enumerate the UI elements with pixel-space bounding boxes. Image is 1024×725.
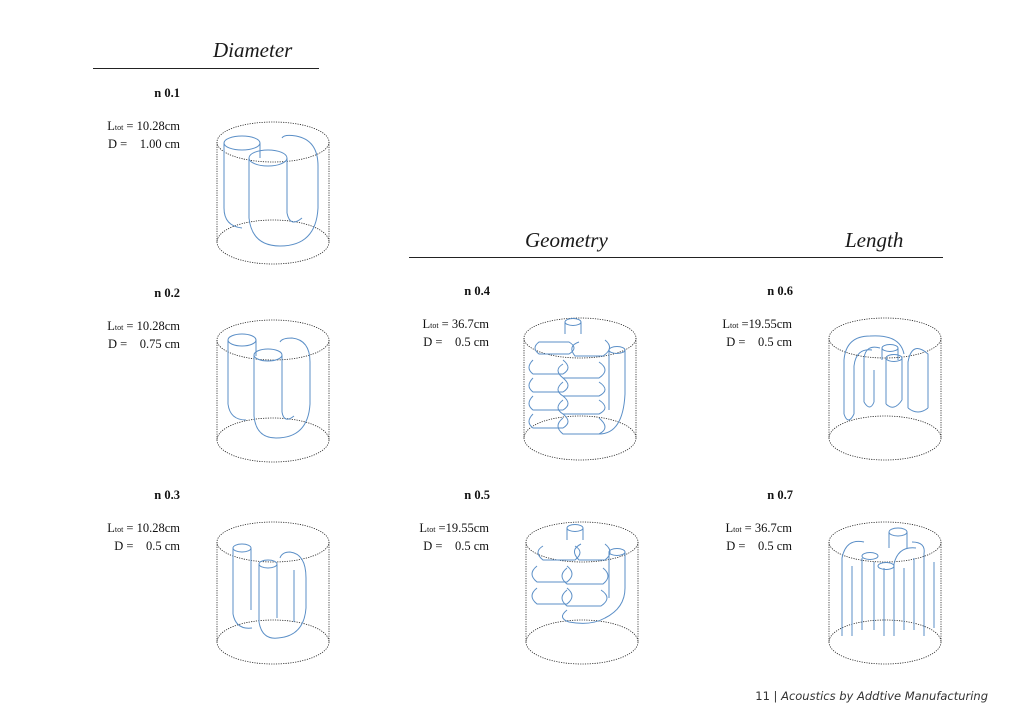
document-title: Acoustics by Addtive Manufacturing: [781, 689, 988, 703]
section-title-diameter: Diameter: [213, 38, 293, 62]
sample-spec: Ltot =19.55cm D = 0.5 cm: [672, 316, 792, 350]
sample-drawing: [216, 121, 330, 265]
section-title-length: Length: [845, 228, 904, 252]
sample-spec: Ltot = 36.7cm D = 0.5 cm: [369, 316, 489, 350]
sample-spec: Ltot = 10.28cm D = 0.5 cm: [60, 520, 180, 554]
diameter-value: D = 1.00 cm: [108, 137, 180, 151]
diameter-value: D = 0.5 cm: [423, 335, 489, 349]
section-rule-geometry-length: [409, 257, 943, 258]
diameter-value: D = 0.5 cm: [726, 335, 792, 349]
footer-separator: |: [773, 689, 778, 703]
sample-spec: Ltot = 36.7cm D = 0.5 cm: [672, 520, 792, 554]
sample-id: n 0.1: [154, 86, 180, 100]
length-value: Ltot =19.55cm: [722, 317, 792, 331]
page-number: 11: [755, 689, 770, 703]
length-value: Ltot = 36.7cm: [725, 521, 792, 535]
sample-drawing: [828, 521, 942, 665]
length-value: Ltot = 10.28cm: [107, 119, 180, 133]
sample-id: n 0.6: [767, 284, 793, 298]
page-footer: 11 | Acoustics by Addtive Manufacturing: [755, 689, 988, 703]
sample-id: n 0.5: [464, 488, 490, 502]
sample-drawing: [828, 317, 942, 461]
diameter-value: D = 0.5 cm: [114, 539, 180, 553]
sample-id: n 0.4: [464, 284, 490, 298]
sample-id: n 0.3: [154, 488, 180, 502]
section-title-geometry: Geometry: [525, 228, 608, 252]
length-value: Ltot = 10.28cm: [107, 319, 180, 333]
sample-id: n 0.2: [154, 286, 180, 300]
section-rule-diameter: [93, 68, 319, 69]
length-value: Ltot = 10.28cm: [107, 521, 180, 535]
sample-drawing: [216, 319, 330, 463]
sample-spec: Ltot =19.55cm D = 0.5 cm: [369, 520, 489, 554]
length-value: Ltot = 36.7cm: [422, 317, 489, 331]
diameter-value: D = 0.5 cm: [423, 539, 489, 553]
length-value: Ltot =19.55cm: [419, 521, 489, 535]
diameter-value: D = 0.75 cm: [108, 337, 180, 351]
sample-drawing: [216, 521, 330, 665]
sample-id: n 0.7: [767, 488, 793, 502]
sample-spec: Ltot = 10.28cm D = 1.00 cm: [60, 118, 180, 152]
sample-drawing: [523, 317, 637, 461]
sample-drawing: [525, 521, 639, 665]
diameter-value: D = 0.5 cm: [726, 539, 792, 553]
sample-spec: Ltot = 10.28cm D = 0.75 cm: [60, 318, 180, 352]
